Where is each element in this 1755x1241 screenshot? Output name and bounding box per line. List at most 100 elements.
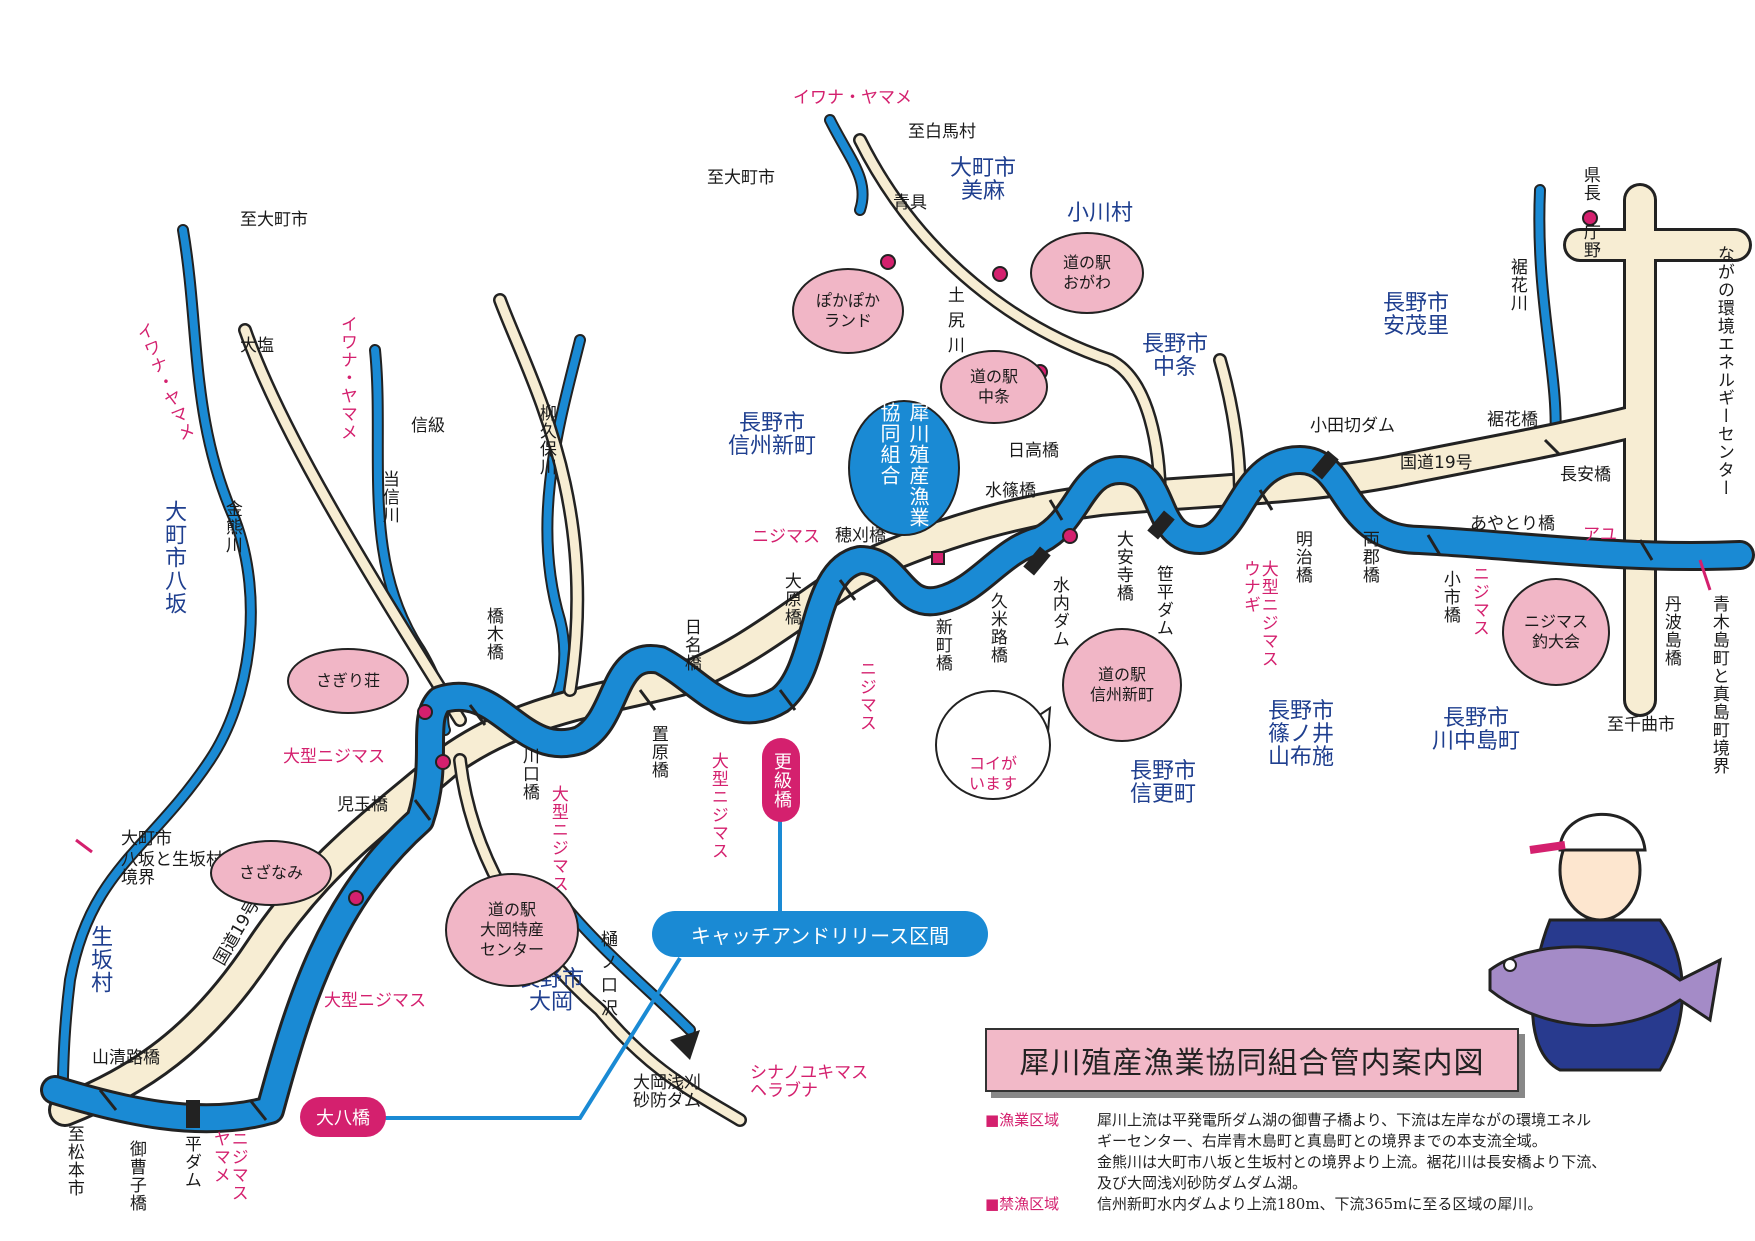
label-himei-bridge: 日名橋 xyxy=(680,618,701,672)
label-onzoshi-bridge: 御曹子橋 xyxy=(125,1140,146,1212)
label-okihara-bridge: 置原橋 xyxy=(647,725,668,779)
label-yanagikubo-river: 柳久保川 xyxy=(535,404,556,476)
label-kume-bridge: 久米路橋 xyxy=(986,592,1007,664)
label-sasadaira-dam: 笹平ダム xyxy=(1152,565,1173,637)
place-omachi-yasaka: 大町市八坂 xyxy=(161,500,187,615)
association-name: 犀川殖産漁業協同組合 xyxy=(877,402,930,528)
label-odatagiri: 小田切ダム xyxy=(1310,416,1395,436)
bubble-pokapoka-land[interactable]: ぽかぽか ランド xyxy=(792,268,904,354)
label-susobana-bridge: 裾花橋 xyxy=(1487,410,1538,430)
fish-nijimasu-3: ニジマス xyxy=(1468,565,1489,637)
bubble-sagiri-so[interactable]: さぎり荘 xyxy=(287,648,409,714)
place-omachi-miasa: 大町市 美麻 xyxy=(950,156,1017,205)
label-shinmachi-bridge: 新町橋 xyxy=(931,618,952,672)
label-toshin-river: 当信川 xyxy=(378,470,399,524)
label-to-omachi-2: 至大町市 xyxy=(707,168,775,188)
label-ryogun-bridge: 両郡橋 xyxy=(1358,530,1379,584)
label-kodamabashi: 児玉橋 xyxy=(337,795,388,815)
fish-shinano-herabuna: シナノユキマス ヘラブナ xyxy=(750,1063,869,1101)
label-ayatori: あやとり橋 xyxy=(1470,514,1555,534)
bubble-michinoeki-ooka[interactable]: 道の駅 大岡特産 センター xyxy=(445,873,579,987)
label-to-hakuba: 至白馬村 xyxy=(908,122,976,142)
place-shinonoi: 長野市 篠ノ井 山布施 xyxy=(1268,699,1335,771)
label-to-matsumoto: 至松本市 xyxy=(63,1125,84,1197)
label-yasashi: 八坂と生坂村 境界 xyxy=(121,850,223,888)
dams xyxy=(186,450,1339,1128)
place-ikusaka: 生坂村 xyxy=(87,925,113,994)
label-koichi-bridge: 小市橋 xyxy=(1439,570,1460,624)
sai-river xyxy=(40,445,1755,1134)
legend-key-no-fishing: ■禁漁区域 xyxy=(985,1195,1060,1213)
label-yamakiyoji: 山清路橋 xyxy=(92,1048,160,1068)
label-aogu: 青具 xyxy=(893,193,927,213)
catch-release-zone-label[interactable]: キャッチアンドリリース区間 xyxy=(652,911,988,957)
fish-iwana-yamame-1: イワナ・ヤマメ xyxy=(793,88,912,108)
label-to-chikuma: 至千曲市 xyxy=(1607,715,1675,735)
fisherman-mascot-illustration xyxy=(1488,812,1722,1072)
label-tanba-bridge: 丹波島橋 xyxy=(1660,595,1681,667)
fish-nijimasu-2: ニジマス xyxy=(855,660,876,732)
place-nakajo: 長野市 中条 xyxy=(1142,332,1209,381)
legend-fishing-line-3: 金熊川は大町市八坂と生坂村との境界より上流。裾花川は長安橋より下流、 xyxy=(1097,1153,1607,1171)
legend-no-fishing-line-1: 信州新町水内ダムより上流180m、下流365mに至る区域の犀川。 xyxy=(1097,1195,1543,1213)
legend-fishing-zone: ■漁業区域 犀川上流は平発電所ダム湖の御曹子橋より、下流は左岸ながの環境エネル … xyxy=(985,1110,1725,1194)
sarashina-bridge-label: 更級橋 xyxy=(771,751,792,809)
bubble-koi[interactable]: コイが います xyxy=(935,690,1051,800)
fish-large-nijimasu-1: 大型ニジマス xyxy=(283,747,385,767)
place-shinshushinmachi: 長野市 信州新町 xyxy=(728,411,817,460)
fish-large-nijimasu-unagi: 大型ニジマス ウナギ xyxy=(1239,560,1278,668)
label-minochi-dam: 水内ダム xyxy=(1048,576,1069,648)
label-daianji-bridge: 大安寺橋 xyxy=(1112,530,1133,602)
boundary-marks xyxy=(75,559,1712,854)
label-hashigi-bridge: 橋木橋 xyxy=(482,607,503,661)
sarashina-bridge-pill[interactable]: 更級橋 xyxy=(762,738,800,822)
label-ooka-dam: 大岡浅刈 砂防ダム xyxy=(633,1073,701,1111)
association-badge: 犀川殖産漁業協同組合 xyxy=(848,400,960,536)
legend-no-fishing-zone: ■禁漁区域 信州新町水内ダムより上流180m、下流365mに至る区域の犀川。 xyxy=(985,1194,1725,1215)
fish-ayu: アユ xyxy=(1583,525,1617,545)
bubble-michinoeki-ogawa[interactable]: 道の駅 おがわ xyxy=(1030,232,1144,314)
bubble-nijimasu-tournament[interactable]: ニジマス 釣大会 xyxy=(1502,578,1610,686)
label-shinkyu: 信級 xyxy=(411,416,445,436)
label-yasashi-top: 大町市 xyxy=(121,829,172,849)
label-mizushino: 水篠橋 xyxy=(985,481,1036,501)
legend: ■漁業区域 犀川上流は平発電所ダム湖の御曹子橋より、下流は左岸ながの環境エネル … xyxy=(985,1110,1725,1215)
label-susobana-river: 裾花川 xyxy=(1506,258,1527,312)
label-kawaguchi-bridge: 川口橋 xyxy=(518,747,539,801)
label-nagayasu: 長安橋 xyxy=(1560,465,1611,485)
place-shinkocho: 長野市 信更町 xyxy=(1130,759,1197,808)
place-kawanakajima: 長野市 川中島町 xyxy=(1432,706,1521,755)
label-kanakuma-river: 金熊川 xyxy=(221,500,242,554)
legend-fishing-line-4: 及び大岡浅刈砂防ダムダム湖。 xyxy=(1097,1174,1308,1192)
label-env-center: ながの環境エネルギーセンター xyxy=(1713,245,1734,497)
place-ogawa-mura: 小川村 xyxy=(1067,201,1134,226)
legend-fishing-line-1: 犀川上流は平発電所ダム湖の御曹子橋より、下流は左岸ながの環境エネル xyxy=(1097,1111,1592,1129)
label-hozumi: 穂刈橋 xyxy=(835,526,886,546)
legend-fishing-line-2: ギーセンター、右岸青木島町と真島町との境界までの本支流全域。 xyxy=(1097,1132,1547,1150)
fish-nijimasu-yamame: ニジマス ヤマメ xyxy=(209,1130,248,1202)
bubble-sazanami[interactable]: さざなみ xyxy=(210,840,332,906)
fish-large-nijimasu-3: 大型ニジマス xyxy=(707,752,728,860)
label-to-omachi-1: 至大町市 xyxy=(240,210,308,230)
bridges xyxy=(98,438,1654,1121)
label-oohara-bridge: 大原橋 xyxy=(780,572,801,626)
map-title: 犀川殖産漁業協同組合管内案内図 xyxy=(985,1028,1519,1092)
label-tonokuchi-stream: 樋ノ口沢 xyxy=(596,930,617,1022)
fish-iwana-yamame-3: イワナ・ヤマメ xyxy=(336,315,357,441)
daihachi-bridge-pill[interactable]: 大八橋 xyxy=(300,1097,386,1137)
legend-key-fishing: ■漁業区域 xyxy=(985,1111,1060,1129)
bubble-michinoeki-nakajo[interactable]: 道の駅 中条 xyxy=(940,350,1048,424)
label-aoki-boundary: 青木島町と真島町境界 xyxy=(1708,595,1729,775)
fish-nijimasu-1: ニジマス xyxy=(752,527,820,547)
bubble-michinoeki-shinshushinmachi[interactable]: 道の駅 信州新町 xyxy=(1062,628,1182,742)
fish-large-nijimasu-4: 大型ニジマス xyxy=(324,991,426,1011)
label-hi-dam: 平ダム xyxy=(180,1135,201,1189)
label-meiji-bridge: 明治橋 xyxy=(1291,530,1312,584)
label-route19-a: 国道19号 xyxy=(1400,453,1473,473)
label-hidaka: 日高橋 xyxy=(1008,441,1059,461)
catch-release-lines xyxy=(380,820,782,1120)
label-prefecture: 県長 庁野 xyxy=(1579,166,1600,259)
place-yamoizato: 長野市 安茂里 xyxy=(1383,291,1450,340)
label-tsuchijiri-river: 土尻川 xyxy=(943,286,964,361)
label-oshio: 大塩 xyxy=(240,336,274,356)
